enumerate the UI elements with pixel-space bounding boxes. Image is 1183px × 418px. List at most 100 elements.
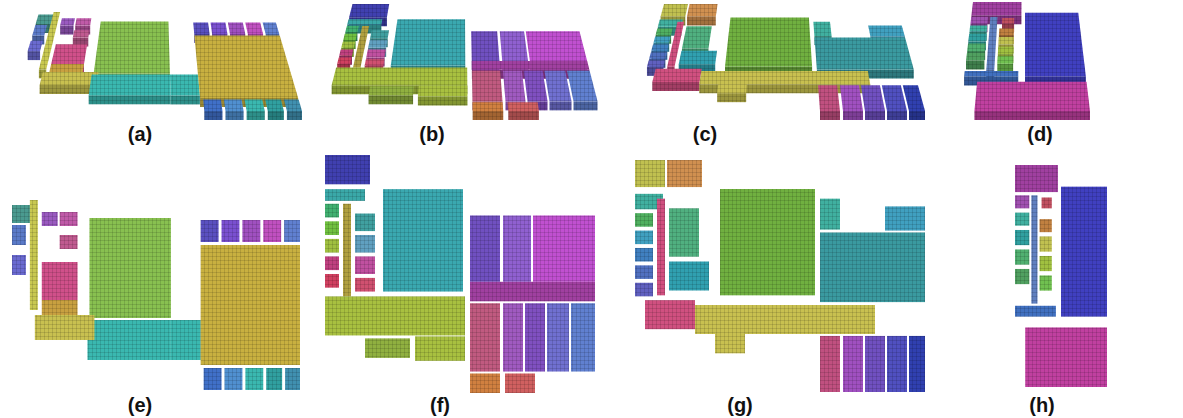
room [635,231,653,245]
room [635,160,665,187]
room-block [170,75,200,105]
room [1015,195,1029,208]
room [1040,256,1052,271]
room-block [94,21,170,82]
panel-label: (a) [128,123,152,146]
room-block [369,86,414,104]
room [669,262,709,291]
room [635,283,653,297]
panel-label: (c) [693,123,717,146]
room [343,204,351,297]
room [60,235,78,249]
room-block [1025,13,1086,86]
room [12,255,26,275]
room [325,155,370,184]
room [325,204,339,218]
room-block [567,71,597,111]
floor-plan [325,155,595,393]
room [470,215,500,281]
room-block [245,100,265,120]
room [667,160,702,187]
panel-label: (g) [727,394,753,417]
room-block [667,22,684,76]
room-block [974,82,1090,120]
room-block [882,85,907,120]
room [12,225,26,245]
room [355,235,375,253]
building-3d [28,12,302,120]
room [89,218,170,318]
room [87,320,170,360]
room [533,215,595,281]
room [1015,230,1029,245]
room [547,303,569,371]
room [470,303,500,371]
room [503,215,531,281]
room [415,336,465,360]
room [720,189,815,295]
room-block [28,41,43,60]
room-block [473,102,504,120]
room-block [224,100,244,120]
room [1015,306,1056,317]
room [365,338,410,358]
room [355,256,375,274]
floor-plan [635,160,925,392]
room [245,368,263,390]
room-block [986,17,997,79]
building-3d [332,4,598,120]
room [42,212,58,226]
room [222,220,240,242]
room-block [999,29,1014,44]
room [820,233,925,303]
room [1040,275,1052,290]
building-3d [647,4,925,120]
room [820,199,840,230]
panel-label: (f) [430,394,450,417]
room [885,206,925,230]
room [909,336,925,392]
room-block [998,47,1014,63]
room [242,220,260,242]
room [695,305,875,334]
room [201,245,300,365]
room [1031,195,1037,303]
room [715,334,745,353]
room [657,199,665,296]
room-block [418,86,468,106]
room-block [717,84,747,102]
room [35,315,95,340]
room [355,214,375,232]
room-block [725,17,812,75]
room [325,239,339,253]
floor-plan [1015,165,1107,387]
room [645,300,695,329]
room-block [544,71,571,111]
room [669,208,699,256]
room-block [840,85,863,120]
room [865,336,885,392]
room [1015,269,1029,284]
room-block [391,19,466,74]
room-block [998,37,1013,53]
room [285,368,300,390]
room [266,368,282,390]
room-block [903,85,925,120]
room [525,303,545,371]
room-block [60,18,75,34]
room [30,200,38,310]
room [355,278,375,292]
room [843,336,863,392]
room-block [203,100,222,120]
panel-label: (d) [1027,123,1053,146]
room-block [284,100,302,120]
room-block [89,75,171,105]
room-block [818,85,840,120]
room-block [508,102,539,120]
room [635,265,653,279]
panel-label: (h) [1029,394,1055,417]
room-block [997,56,1013,72]
room [635,213,653,227]
room-block [194,35,298,107]
